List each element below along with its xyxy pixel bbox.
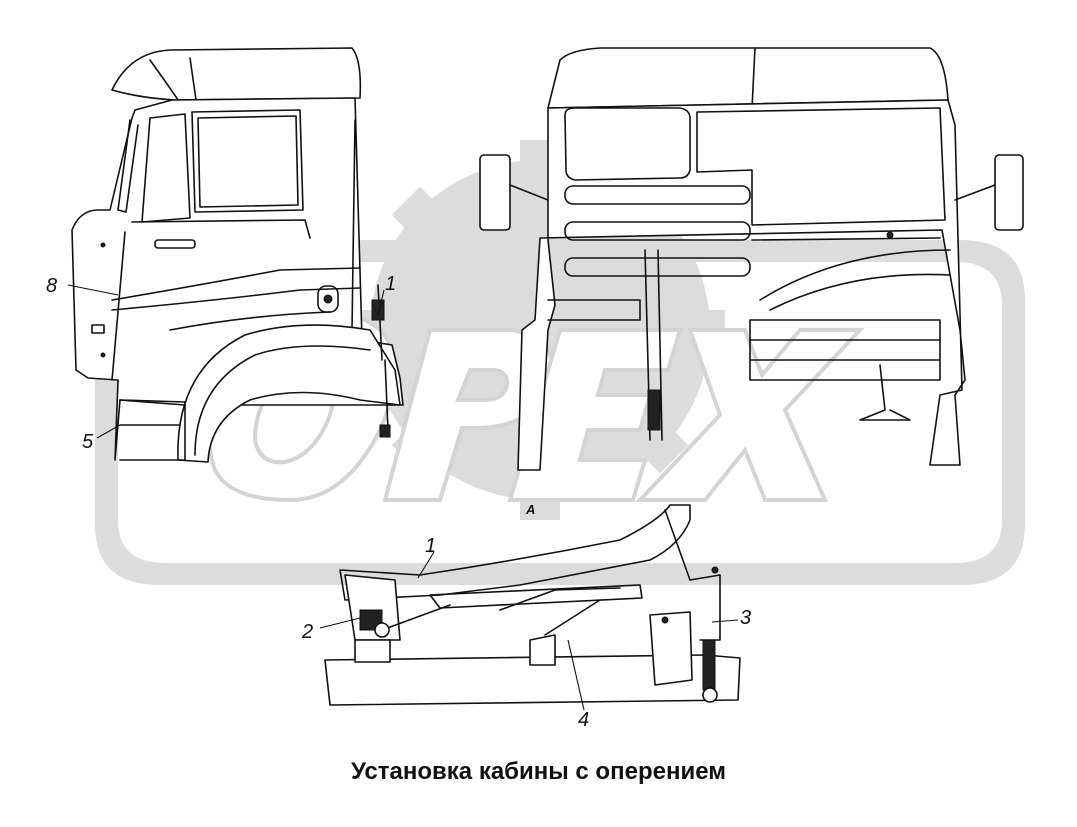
callout-2: 2 <box>301 621 313 643</box>
roof-front <box>547 47 949 109</box>
grille-slot-2 <box>564 221 751 241</box>
callout-5: 5 <box>82 431 94 453</box>
watermark <box>95 140 1025 585</box>
cab-side-view <box>71 47 404 463</box>
left-mirror <box>479 154 511 231</box>
roof-spoiler <box>111 47 362 101</box>
cab-body-front <box>517 99 966 471</box>
cab-front-view <box>479 47 1024 471</box>
detail-view-a <box>324 504 741 706</box>
view-label-a: А <box>525 502 535 517</box>
watermark-letter-e <box>507 328 683 502</box>
frame-base <box>324 654 741 706</box>
door-window <box>191 109 304 213</box>
callout-8: 8 <box>46 275 57 297</box>
right-mirror <box>994 154 1024 231</box>
grille-slot-1 <box>564 185 751 205</box>
callout-1-detail: 1 <box>425 535 436 557</box>
watermark-letter-x <box>635 328 865 502</box>
windshield <box>564 107 691 181</box>
callout-4: 4 <box>578 709 589 731</box>
torsion-bar <box>339 504 691 601</box>
wheel-arch <box>177 324 401 463</box>
callout-leaders <box>67 284 739 711</box>
figure-caption: Установка кабины с оперением <box>351 758 726 785</box>
watermark-letters <box>207 313 865 503</box>
callout-1-side: 1 <box>385 273 396 295</box>
callout-3: 3 <box>740 607 751 629</box>
